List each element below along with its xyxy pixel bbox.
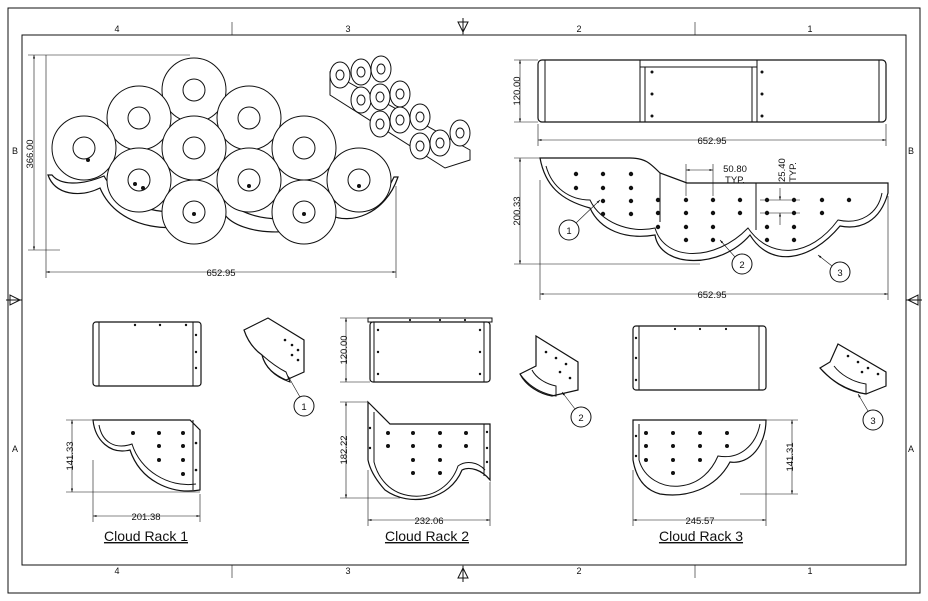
rack2-caption: Cloud Rack 2 [385, 528, 469, 544]
rack1-caption: Cloud Rack 1 [104, 528, 188, 544]
zone-col-4-bottom: 4 [114, 566, 119, 576]
zone-col-3-top: 3 [345, 24, 350, 34]
rack2-height-dim: 182.22 [339, 435, 350, 464]
profile-height-dim: 200.33 [512, 196, 523, 225]
typ-spacing-y: 25.40 [777, 158, 788, 182]
typ-spacing-y-note: TYP. [788, 162, 799, 182]
rail-width-dim: 652.95 [697, 136, 726, 147]
zone-row-a-right: A [908, 444, 914, 454]
zone-col-2-top: 2 [576, 24, 581, 34]
zone-col-3-bottom: 3 [345, 566, 350, 576]
rack1-width-dim: 201.38 [131, 512, 160, 523]
zone-row-b-right: B [908, 146, 914, 156]
zone-col-2-bottom: 2 [576, 566, 581, 576]
zone-col-1-bottom: 1 [807, 566, 812, 576]
rail-height-dim: 120.00 [512, 76, 523, 105]
front-rail-view [514, 59, 887, 146]
rack1-height-dim: 141.33 [65, 441, 76, 470]
zone-row-a-left: A [12, 444, 18, 454]
zone-col-1-top: 1 [807, 24, 812, 34]
rack2-width-dim: 232.06 [414, 516, 443, 527]
profile-balloon-3: 3 [837, 268, 842, 279]
profile-width-dim: 652.95 [697, 290, 726, 301]
cloud-rack-1-views [66, 317, 315, 522]
assembly-height-dim: 366.00 [25, 139, 36, 168]
rack2-balloon: 2 [578, 413, 583, 424]
zone-row-b-left: B [12, 146, 18, 156]
rack2-top-height-dim: 120.00 [339, 335, 350, 364]
assembly-front-view [28, 54, 399, 278]
profile-view [514, 157, 889, 300]
centering-marks [6, 18, 922, 582]
rack3-width-dim: 245.57 [685, 516, 714, 527]
profile-balloon-1: 1 [566, 226, 571, 237]
rack3-height-dim: 141.31 [785, 442, 796, 471]
typ-spacing-x: 50.80 [723, 164, 747, 175]
assembly-width-dim: 652.95 [206, 268, 235, 279]
typ-spacing-x-note: TYP. [725, 175, 745, 186]
cloud-rack-2-views [340, 317, 592, 526]
profile-balloon-2: 2 [739, 260, 744, 271]
cloud-rack-3-views [632, 325, 887, 526]
zone-col-4-top: 4 [114, 24, 119, 34]
rack3-caption: Cloud Rack 3 [659, 528, 743, 544]
rack3-balloon: 3 [870, 416, 875, 427]
isometric-roll-stack [329, 55, 471, 169]
rack1-balloon: 1 [301, 402, 306, 413]
